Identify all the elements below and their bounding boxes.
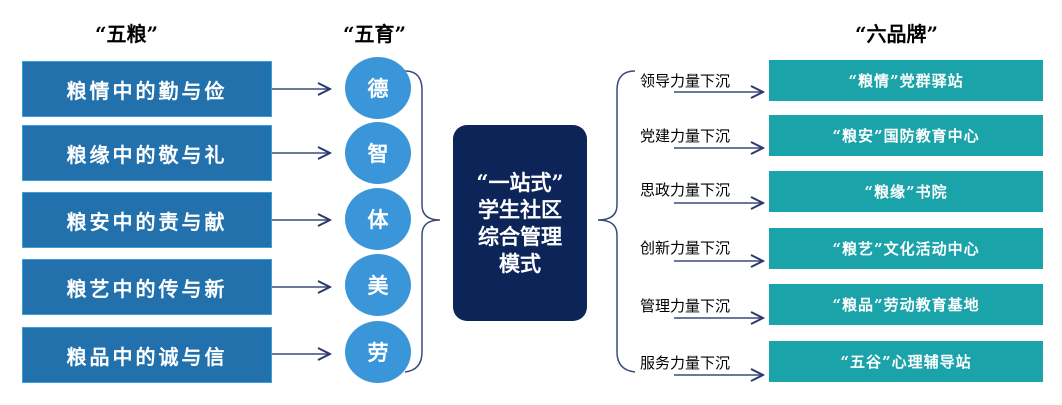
grain-box: 粮情中的勤与俭 xyxy=(22,61,272,117)
right-brace xyxy=(597,70,636,373)
education-circle: 智 xyxy=(345,122,411,184)
education-circle: 体 xyxy=(345,188,411,250)
brand-box: “粮品”劳动教育基地 xyxy=(769,284,1043,325)
five-educations-heading: “五育” xyxy=(343,22,407,46)
center-line: “一站式” xyxy=(476,170,564,195)
force-label: 管理力量下沉 xyxy=(640,297,731,315)
center-line: 学生社区 xyxy=(477,197,562,222)
center-line: 综合管理 xyxy=(477,224,562,249)
grain-box: 粮品中的诚与信 xyxy=(22,327,272,383)
education-circle: 德 xyxy=(345,57,411,119)
brand-box: “五谷”心理辅导站 xyxy=(769,341,1043,382)
force-label: 领导力量下沉 xyxy=(640,72,731,90)
education-circle: 劳 xyxy=(345,321,411,383)
six-brands-heading: “六品牌” xyxy=(855,22,939,46)
center-model-box: “一站式” 学生社区 综合管理 模式 xyxy=(453,125,587,321)
brand-box: “粮艺”文化活动中心 xyxy=(769,228,1043,269)
force-label: 思政力量下沉 xyxy=(640,181,731,199)
brand-box: “粮缘”书院 xyxy=(769,171,1043,212)
five-grains-heading: “五粮” xyxy=(95,22,159,46)
brand-box: “粮情”党群驿站 xyxy=(769,60,1043,101)
left-brace xyxy=(404,70,441,373)
grain-box: 粮缘中的敬与礼 xyxy=(22,125,272,181)
grain-box: 粮安中的责与献 xyxy=(22,192,272,248)
center-line: 模式 xyxy=(498,251,541,276)
grain-box: 粮艺中的传与新 xyxy=(22,259,272,315)
education-circle: 美 xyxy=(345,254,411,316)
brand-box: “粮安”国防教育中心 xyxy=(769,115,1043,156)
force-label: 党建力量下沉 xyxy=(640,127,731,145)
force-label: 创新力量下沉 xyxy=(640,239,731,257)
force-label: 服务力量下沉 xyxy=(640,354,731,372)
center-text: “一站式” 学生社区 综合管理 模式 xyxy=(476,169,563,277)
